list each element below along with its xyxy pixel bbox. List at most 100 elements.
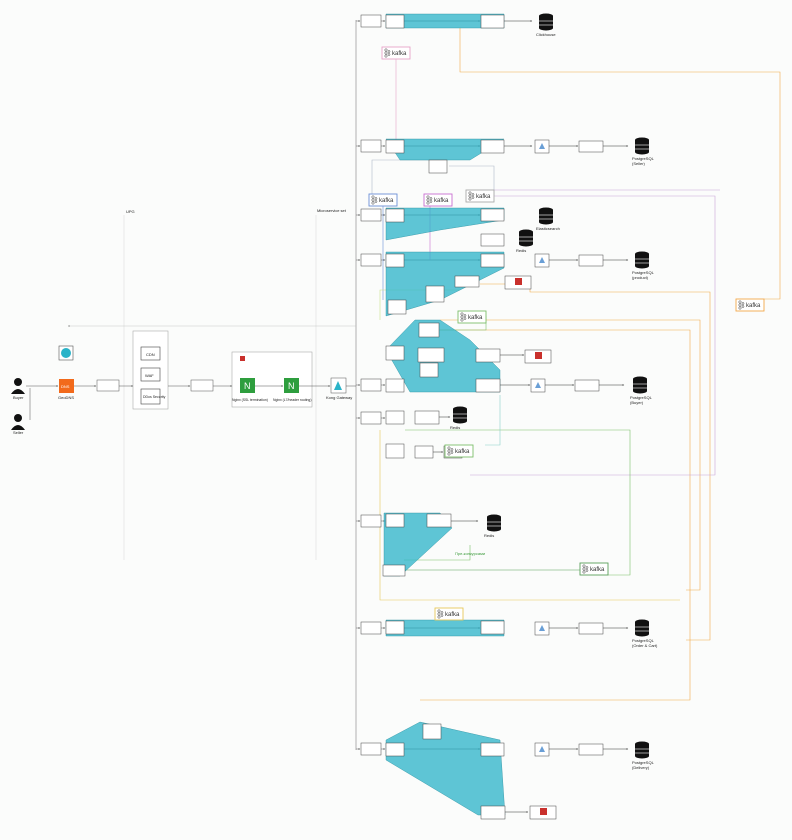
kafka-node-orange: kafka — [735, 298, 765, 312]
service-box — [385, 345, 405, 361]
kafka-icon — [384, 48, 391, 58]
database-label: Redis — [450, 425, 460, 430]
kafka-icon — [437, 609, 444, 619]
clickhouse-db: Clickhouse — [536, 13, 556, 37]
service-box — [385, 742, 405, 757]
gateway-proxy-box — [360, 253, 382, 267]
service-box — [385, 410, 405, 425]
database-label: Redis — [516, 248, 526, 253]
kafka-node-green: kafka — [444, 444, 474, 458]
service-box — [387, 299, 407, 315]
kafka-icon — [460, 312, 467, 322]
service-box — [426, 513, 452, 528]
kafka-node-yellow: kafka — [434, 607, 464, 621]
kafka-icon — [582, 564, 589, 574]
svg-text:N: N — [288, 381, 295, 391]
kafka-node-top: kafka — [381, 46, 411, 60]
nginx-icon — [240, 378, 255, 393]
postgres-product-db: PostgreSQL(product) — [632, 251, 655, 280]
waf-box — [140, 367, 161, 382]
kafka-label: kafka — [445, 612, 460, 618]
kafka-label: kafka — [590, 567, 605, 573]
service-box — [414, 410, 440, 425]
database-label: Clickhouse — [536, 32, 556, 37]
service-box — [480, 620, 505, 635]
database-label: (Order & Cart) — [632, 643, 658, 648]
kafka-label: kafka — [455, 449, 470, 455]
kafka-icon — [468, 191, 475, 201]
gateway-proxy-box — [360, 14, 382, 28]
redis-icon — [515, 278, 522, 285]
service-box — [385, 208, 405, 223]
service-box — [422, 723, 442, 740]
service-box — [480, 742, 505, 757]
service-box — [480, 14, 505, 29]
database-label: (Seller) — [632, 161, 646, 166]
database-label: (Buyer) — [630, 400, 644, 405]
kafka-label: kafka — [476, 194, 491, 200]
gateway-proxy-box — [360, 742, 382, 756]
user-icon — [14, 378, 22, 386]
kong-label: Kong Gateway — [326, 395, 352, 400]
service-box — [385, 14, 405, 29]
load-balancer-box — [96, 379, 120, 392]
service-box — [385, 253, 405, 268]
geodns-label: GeoDNS — [58, 395, 74, 400]
gateway-proxy-box — [360, 514, 382, 528]
ddos-box — [140, 388, 161, 405]
postgres-buyer-db: PostgreSQL(Buyer) — [630, 376, 653, 405]
user-icon — [14, 414, 22, 422]
kafka-node-green: kafka — [457, 310, 487, 324]
redis-icon — [535, 352, 542, 359]
kafka-node-darkgreen: kafka — [579, 562, 609, 576]
kong-icon — [334, 381, 342, 390]
dns-badge-label: DNS — [61, 384, 70, 389]
service-box — [418, 322, 440, 338]
service-box — [417, 347, 445, 363]
database-label: Redis — [484, 533, 494, 538]
gateway-proxy-box — [360, 139, 382, 153]
cloud-icon — [240, 356, 245, 361]
connector-icon — [539, 257, 545, 263]
seller-actor: Seller — [11, 414, 25, 435]
connector-icon — [539, 746, 545, 752]
kafka-label: kafka — [746, 303, 761, 309]
kafka-label: kafka — [392, 51, 407, 57]
service-box — [385, 620, 405, 635]
kafka-icon — [738, 300, 745, 310]
service-box — [475, 378, 501, 393]
service-box — [414, 445, 434, 459]
service-box — [578, 254, 604, 267]
event-box — [428, 159, 448, 174]
waf-label: WAF — [145, 373, 154, 378]
gateway-proxy-box — [360, 411, 382, 425]
cdn-box — [140, 346, 161, 361]
zone-label-upg: UPG — [126, 209, 135, 214]
kafka-label: kafka — [468, 315, 483, 321]
zone-label-microservices: Microservice set — [317, 208, 347, 213]
svg-text:N: N — [244, 381, 251, 391]
postgres-order-db: PostgreSQL(Order & Cart) — [632, 619, 658, 648]
redis-db: Redis — [450, 406, 467, 430]
balancer-box — [190, 379, 214, 392]
database-label: Elasticsearch — [536, 226, 560, 231]
database-label: PostgreSQL — [632, 638, 655, 643]
service-box — [382, 564, 406, 577]
elasticsearch-db: Elasticsearch — [536, 207, 560, 231]
service-box — [578, 622, 604, 635]
redis-db: Redis — [516, 229, 533, 253]
gateway-proxy-box — [360, 378, 382, 392]
service-box — [480, 805, 506, 820]
service-box — [480, 208, 505, 222]
database-label: PostgreSQL — [630, 395, 653, 400]
service-box — [480, 253, 505, 268]
kafka-label: kafka — [434, 198, 449, 204]
database-label: (Delivery) — [632, 765, 650, 770]
nginx-l7: N Nginx (L7/header routing) — [273, 378, 311, 402]
seller-label: Seller — [13, 430, 24, 435]
kafka-node-gray: kafka — [465, 189, 495, 203]
database-label: (product) — [632, 275, 649, 280]
nginx-ssl: N Nginx (SSL termination) — [232, 378, 268, 402]
green-note: Пре-конкурсами — [455, 551, 485, 556]
